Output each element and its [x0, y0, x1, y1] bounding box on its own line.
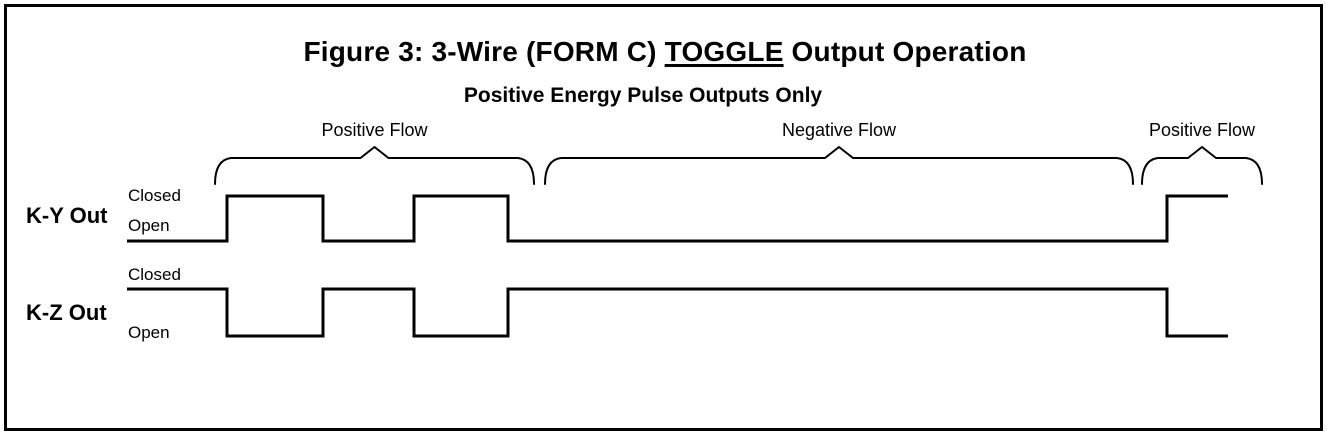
signal-name-kz-out: K-Z Out	[26, 300, 107, 325]
kz-closed-level-label: Closed	[128, 265, 181, 284]
figure-title-toggle-underlined: TOGGLE	[664, 36, 784, 67]
figure-title-suffix: Output Operation	[783, 36, 1027, 67]
flow-region-label-positive-1: Positive Flow	[321, 120, 428, 140]
figure-title-prefix: Figure 3: 3-Wire (FORM C)	[303, 36, 665, 67]
ky-open-level-label: Open	[128, 216, 170, 235]
figure-title: Figure 3: 3-Wire (FORM C) TOGGLE Output …	[0, 37, 1327, 66]
flow-braces	[214, 146, 1263, 185]
flow-region-label-positive-2: Positive Flow	[1148, 120, 1256, 140]
waveform-kz-out	[127, 287, 1228, 338]
waveforms	[127, 194, 1228, 338]
figure-border	[4, 4, 1323, 431]
signal-name-ky-out: K-Y Out	[26, 203, 108, 228]
brace-negative-flow	[544, 146, 1134, 185]
kz-open-level-label: Open	[128, 323, 170, 342]
brace-positive-flow-2	[1141, 146, 1263, 185]
brace-positive-flow-1	[214, 146, 535, 185]
waveform-ky-out	[127, 194, 1228, 243]
ky-closed-level-label: Closed	[128, 186, 181, 205]
figure-subtitle: Positive Energy Pulse Outputs Only	[463, 84, 823, 107]
flow-region-label-negative: Negative Flow	[781, 120, 897, 140]
